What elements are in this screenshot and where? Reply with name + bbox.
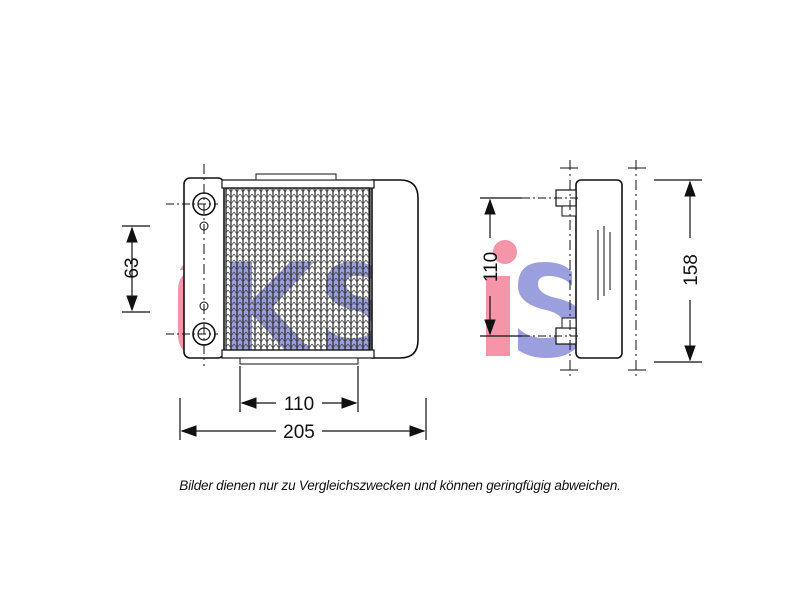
side-body: [575, 179, 623, 359]
radiator-core: [225, 187, 371, 351]
dim-label-110-front: 110: [284, 394, 314, 415]
dimension-overall-width: [179, 398, 427, 440]
bottom-rail: [221, 349, 375, 359]
dim-label-205: 205: [283, 422, 315, 443]
disclaimer-caption: Bilder dienen nur zu Vergleichszwecken u…: [179, 478, 621, 493]
dim-label-158: 158: [681, 254, 702, 286]
front-view: [166, 164, 419, 366]
bottom-tab: [239, 357, 359, 365]
right-tank: [371, 179, 419, 359]
dimension-overall-height: [654, 179, 702, 363]
watermark-letter-i-dot: [493, 240, 517, 264]
top-tab: [255, 173, 337, 181]
dim-label-63: 63: [122, 257, 143, 278]
dimension-port-spacing-side: [480, 197, 522, 337]
dimension-port-spacing-front: [122, 225, 150, 313]
top-rail: [221, 179, 375, 189]
dim-label-110-side: 110: [481, 252, 502, 282]
side-view: [522, 160, 646, 378]
dimension-core-width: [239, 366, 359, 412]
